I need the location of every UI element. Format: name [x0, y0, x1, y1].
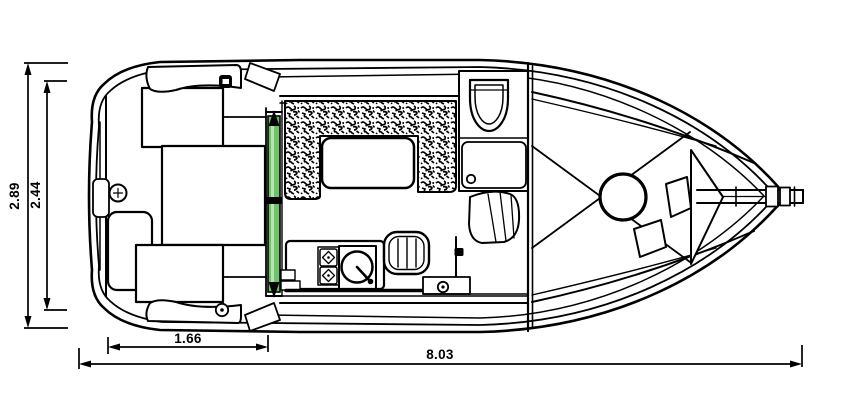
dim-label-cockpit-length: 1.66 — [174, 331, 202, 346]
dim-arrow-down — [43, 298, 51, 310]
dim-label-hull-beam: 2.44 — [28, 181, 43, 209]
burner-top-dot — [327, 256, 330, 259]
burner-bottom-dot — [327, 274, 330, 277]
step-pad-port — [244, 62, 281, 92]
stern-fitting-cross — [112, 187, 124, 199]
dim-arrow-left — [79, 360, 91, 368]
bow-step-1 — [665, 176, 692, 218]
bench-fitting-dot — [220, 308, 224, 312]
galley — [280, 239, 425, 293]
console-fitting-dot — [441, 285, 445, 289]
copilot-seat — [468, 190, 521, 244]
cockpit-bench-port — [145, 64, 242, 93]
copilot-seat-line — [487, 193, 497, 243]
stern — [92, 95, 128, 297]
windshield-frame-starboard-inner — [531, 247, 717, 296]
hull-outline-inner — [95, 66, 777, 326]
dimension-hull-beam: 2.44 — [28, 80, 67, 311]
companionway-step-2 — [280, 280, 301, 291]
door-arrow-top — [268, 110, 280, 126]
toilet-inner — [474, 84, 504, 125]
windshield-frame-port-inner — [531, 98, 717, 147]
head-drain — [465, 173, 477, 185]
dimension-overall-beam: 2.89 — [7, 62, 68, 329]
dim-arrow-up — [24, 63, 32, 75]
bow-hatch — [598, 172, 648, 222]
dim-arrow-right — [256, 343, 268, 351]
helm-seat-inner — [388, 235, 425, 271]
dimension-cockpit-length: 1.66 — [107, 331, 269, 354]
dinette-cushions — [284, 100, 457, 200]
dim-label-overall-length: 8.03 — [426, 347, 454, 362]
anchor-roller-2 — [779, 186, 791, 207]
cockpit — [106, 62, 281, 332]
burner-top-diamond — [321, 250, 336, 265]
dim-label-overall-beam: 2.89 — [7, 182, 22, 209]
hull-outline-outer — [87, 58, 788, 334]
step-pad-starboard — [244, 302, 281, 332]
dim-arrow-right — [790, 360, 802, 368]
bow-pulpit — [696, 185, 804, 208]
dim-arrow-down — [24, 316, 32, 328]
stove-burner-bottom — [319, 266, 338, 285]
head-compartment — [458, 70, 529, 192]
companionway-step-1 — [280, 269, 296, 281]
bow-locker-triangle — [690, 149, 724, 265]
stern-locker — [92, 178, 110, 218]
dinette-table — [320, 136, 416, 190]
dimension-overall-length: 8.03 — [78, 345, 803, 369]
windshield-frame-starboard — [531, 230, 755, 303]
burner-bottom-diamond — [321, 268, 336, 283]
cockpit-seat-aft — [140, 86, 225, 149]
sink-faucet — [355, 265, 371, 282]
bench-clip-slot — [222, 79, 229, 84]
sliding-door — [265, 100, 283, 298]
dim-arrow-up — [43, 81, 51, 93]
faucet-knob — [367, 278, 374, 285]
cockpit-table — [160, 144, 267, 247]
dim-arrow-left — [108, 343, 120, 351]
door-arrow-bottom — [268, 282, 280, 298]
stove-burner-top — [319, 248, 338, 267]
dinette — [284, 100, 457, 200]
cockpit-seat-fwd — [134, 243, 225, 304]
windshield-frame-port — [531, 91, 755, 164]
helm — [382, 190, 529, 295]
anchor-roller-1 — [765, 185, 779, 208]
cockpit-bench-starboard — [145, 299, 242, 324]
bow-step-2 — [633, 219, 667, 258]
copilot-seat-line — [499, 191, 507, 242]
windshield-bulkhead — [526, 61, 534, 333]
copilot-seat-line — [510, 194, 515, 239]
throttle-lever — [454, 248, 464, 256]
door-joint — [266, 197, 282, 204]
bow-deck — [531, 91, 755, 303]
head-counter — [461, 141, 527, 189]
